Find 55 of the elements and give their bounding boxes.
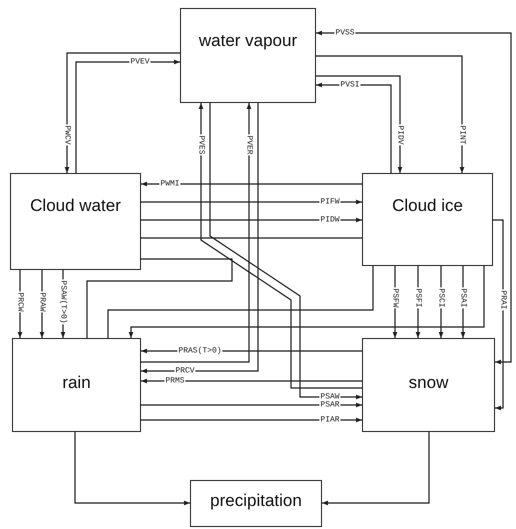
edge-label: PWCV bbox=[62, 124, 72, 146]
arrow bbox=[74, 432, 190, 506]
arrow bbox=[316, 30, 512, 364]
process-box bbox=[12, 338, 141, 432]
edge-label: PIDV bbox=[396, 124, 404, 146]
edge-label: PRCV bbox=[174, 366, 196, 376]
edge-label: PSAW bbox=[319, 392, 341, 402]
box-label: Cloud water bbox=[29, 196, 122, 216]
edge-label: PRAS(T>0) bbox=[177, 346, 223, 356]
arrow bbox=[493, 219, 504, 410]
box-label: snow bbox=[408, 373, 450, 393]
edge-label: PIFW bbox=[319, 198, 341, 206]
edge-label: PSAI bbox=[458, 287, 468, 309]
arrow bbox=[141, 182, 362, 186]
arrow bbox=[316, 55, 464, 173]
arrow bbox=[316, 82, 392, 173]
edge-label: PINT bbox=[458, 124, 466, 146]
arrow bbox=[416, 266, 420, 338]
process-box bbox=[190, 480, 322, 527]
edge-label: PRCW bbox=[16, 291, 24, 313]
arrow bbox=[392, 266, 398, 338]
arrow bbox=[141, 402, 362, 408]
arrow bbox=[460, 266, 466, 338]
edge-label: PVSS bbox=[334, 28, 356, 38]
arrow bbox=[322, 432, 430, 506]
arrow bbox=[141, 218, 362, 222]
edge-label: PRAW bbox=[38, 291, 46, 313]
edge-label: PVES bbox=[196, 134, 206, 156]
box-label: water vapour bbox=[198, 31, 298, 51]
process-box bbox=[362, 338, 495, 432]
arrow bbox=[141, 378, 362, 384]
arrow bbox=[438, 266, 444, 338]
edge-label: PRAI bbox=[498, 289, 508, 311]
process-box bbox=[180, 8, 316, 103]
edge-label: PVSI bbox=[339, 80, 361, 90]
edge-label: PSAW(T>0) bbox=[58, 279, 68, 325]
arrow bbox=[128, 266, 485, 338]
edge-label: PRMS bbox=[164, 376, 186, 386]
edge-label: PVEV bbox=[129, 58, 151, 66]
process-box bbox=[10, 173, 141, 270]
edge-label: PVER bbox=[244, 134, 254, 156]
arrow bbox=[141, 200, 362, 204]
edge-label: PSAR bbox=[319, 400, 341, 410]
edge-label: PIAR bbox=[319, 416, 341, 424]
box-label: rain bbox=[61, 373, 92, 393]
box-label: precipitation bbox=[209, 491, 303, 511]
edge-label: PSFI bbox=[414, 287, 422, 309]
edge-label: PWMI bbox=[159, 180, 181, 188]
edge-label: PIDW bbox=[319, 216, 341, 224]
edge-label: PSCI bbox=[436, 287, 446, 309]
edge-label: PSFW bbox=[390, 287, 400, 309]
process-box bbox=[362, 173, 493, 266]
box-label: Cloud ice bbox=[391, 196, 464, 216]
arrow bbox=[141, 418, 362, 422]
arrow bbox=[316, 75, 402, 173]
